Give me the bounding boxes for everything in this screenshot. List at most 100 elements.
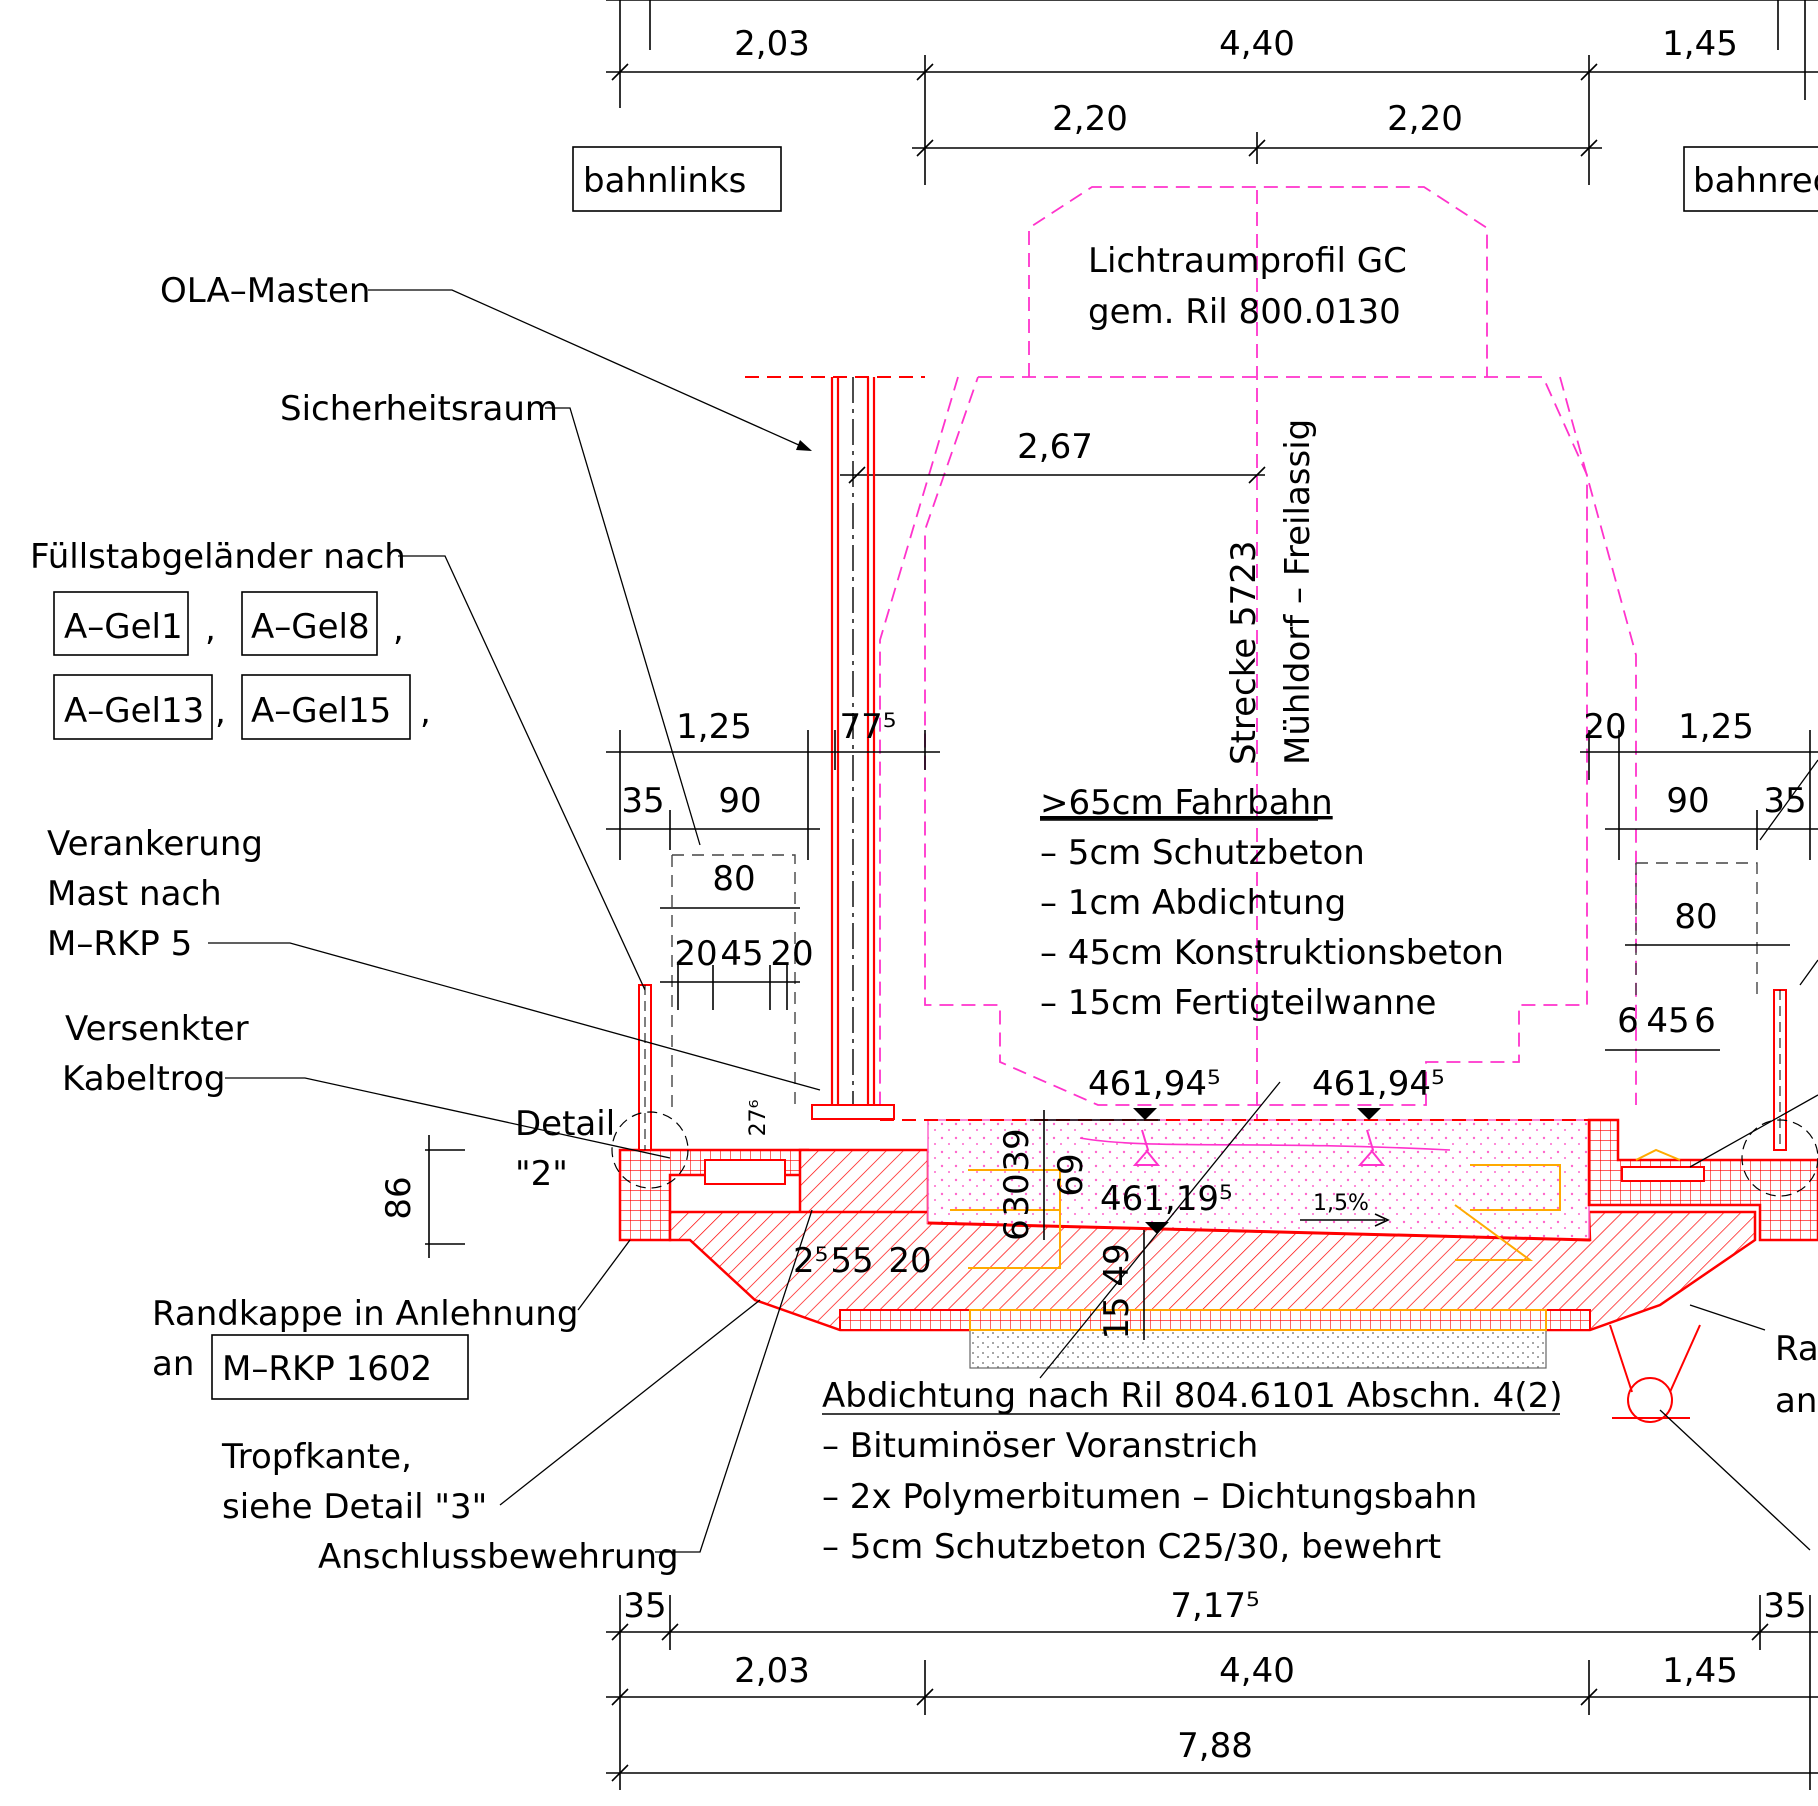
dim-right-90: 90 [1666,781,1709,821]
left-dimensions [425,730,940,1258]
label-verankerung-2: Mast nach [47,874,222,914]
label-verankerung-3: M–RKP 5 [47,924,192,964]
dim-bottom-35-left: 35 [623,1586,666,1626]
dim-left-125: 1,25 [676,707,752,747]
leader-kabeltrog [225,1077,671,1159]
slope-label: 1,5% [1313,1191,1369,1216]
leader-ola [368,289,811,451]
dim-top-220-left: 2,20 [1052,99,1128,139]
clearance-profile-main [924,376,1588,1106]
dim-right-6a: 6 [1617,1001,1639,1041]
dim-bottom-35-right: 35 [1763,1586,1806,1626]
label-gel1: A–Gel1 [64,607,183,647]
label-gel8: A–Gel8 [251,607,370,647]
label-gelaender: Füllstabgeländer nach [30,537,406,577]
clearance-title: Lichtraumprofil GC [1088,241,1407,281]
label-box-bahnlinks [572,146,782,212]
box-gel13 [53,674,213,740]
leader-tropfkante [499,1299,761,1506]
dim-right-80: 80 [1674,897,1717,937]
dim-bottom-7175: 7,17⁵ [1170,1586,1259,1626]
leader-right-upper [1689,759,1818,1168]
leader-gelaender [398,555,646,991]
dim-top-145: 1,45 [1662,24,1738,64]
leader-right [1659,1304,1811,1551]
track-number: Strecke 5723 [1224,541,1264,766]
dim-left-20a: 20 [674,934,717,974]
leader-anschluss [655,1209,813,1553]
dim-mid-49: 49 [1097,1243,1137,1286]
mid-dimensions [1030,1110,1160,1340]
dim-bottom-203: 2,03 [734,1651,810,1691]
dim-left-775: 77⁵ [840,707,897,747]
label-verankerung-1: Verankerung [47,824,263,864]
label-randkappe-2: an [152,1344,194,1384]
slope-arrow [1300,1213,1390,1227]
clearance-reference: gem. Ril 800.0130 [1088,292,1401,332]
safety-space-right [1635,862,1758,1000]
label-bahnrechts: bahnrec [1693,161,1818,201]
dim-right-45: 45 [1646,1001,1689,1041]
dim-mid-15: 15 [1097,1296,1137,1339]
dim-top-440: 4,40 [1219,24,1295,64]
bottom-dimension-chain [606,1595,1818,1790]
label-kabeltrog-1: Versenkter [65,1009,249,1049]
dim-bottom-788: 7,88 [1177,1726,1253,1766]
dim-right-35: 35 [1763,781,1806,821]
dim-right-6b: 6 [1694,1001,1716,1041]
label-box-bahnrechts [1683,146,1818,212]
dim-left-80: 80 [712,859,755,899]
clearance-profile-outer [879,376,1637,1105]
label-randkappe-ref: M–RKP 1602 [222,1349,432,1389]
label-detail-2a: Detail [515,1104,615,1144]
dim-right-20: 20 [1583,707,1626,747]
abdichtung-item-1: – Bituminöser Voranstrich [822,1426,1258,1466]
label-ola-masten: OLA–Masten [160,271,370,311]
ola-mast [745,376,925,1120]
label-tropfkante-1: Tropfkante, [221,1437,412,1477]
dim-mid-30: 30 [997,1173,1037,1216]
leader-randkappe [577,1239,631,1311]
dim-left-20b: 20 [770,934,813,974]
leader-abdichtung [1039,1081,1281,1379]
dim-mid-39: 39 [997,1128,1037,1171]
label-bahnlinks: bahnlinks [583,161,746,201]
dim-mid-6: 6 [997,1219,1037,1241]
comma-4: , [420,692,431,732]
dim-mid-20: 20 [888,1241,931,1281]
label-anschlussbewehrung: Anschlussbewehrung [318,1537,679,1577]
dim-top-220-right: 2,20 [1387,99,1463,139]
abdichtung-title: Abdichtung nach Ril 804.6101 Abschn. 4(2… [822,1376,1562,1416]
level-marker-3 [1145,1222,1169,1234]
leader-verankerung [208,942,821,1091]
dim-left-86: 86 [379,1176,419,1219]
label-detail-2b: "2" [515,1154,568,1194]
fahrbahn-item-3: – 45cm Konstruktionsbeton [1040,933,1504,973]
box-gel1 [53,591,189,656]
level-marker-2 [1357,1108,1381,1120]
dim-right-125: 1,25 [1678,707,1754,747]
label-randkappe-right-1: Ran [1775,1329,1818,1369]
label-randkappe-1: Randkappe in Anlehnung [152,1294,578,1334]
level-461195: 461,19⁵ [1100,1179,1233,1219]
clearance-profile-upper [1028,186,1488,377]
box-gel8 [241,591,378,656]
dim-mid-25: 2⁵ [793,1241,828,1281]
dim-bottom-440: 4,40 [1219,1651,1295,1691]
label-kabeltrog-2: Kabeltrog [62,1059,225,1099]
dim-top-203: 2,03 [734,24,810,64]
dim-bottom-145: 1,45 [1662,1651,1738,1691]
dim-left-35: 35 [621,781,664,821]
fahrbahn-item-1: – 5cm Schutzbeton [1040,833,1365,873]
dim-mid-69: 69 [1051,1153,1091,1196]
dim-mid-55: 55 [830,1241,873,1281]
track-route: Mühldorf – Freilassig [1278,419,1318,765]
label-gel13: A–Gel13 [64,691,204,731]
abdichtung-item-2: – 2x Polymerbitumen – Dichtungsbahn [822,1477,1477,1517]
dim-left-276: 27⁶ [746,1099,771,1136]
fahrbahn-item-2: – 1cm Abdichtung [1040,883,1346,923]
dim-left-45: 45 [720,934,763,974]
abdichtung-item-3: – 5cm Schutzbeton C25/30, bewehrt [822,1527,1441,1567]
box-gel15 [241,674,411,740]
